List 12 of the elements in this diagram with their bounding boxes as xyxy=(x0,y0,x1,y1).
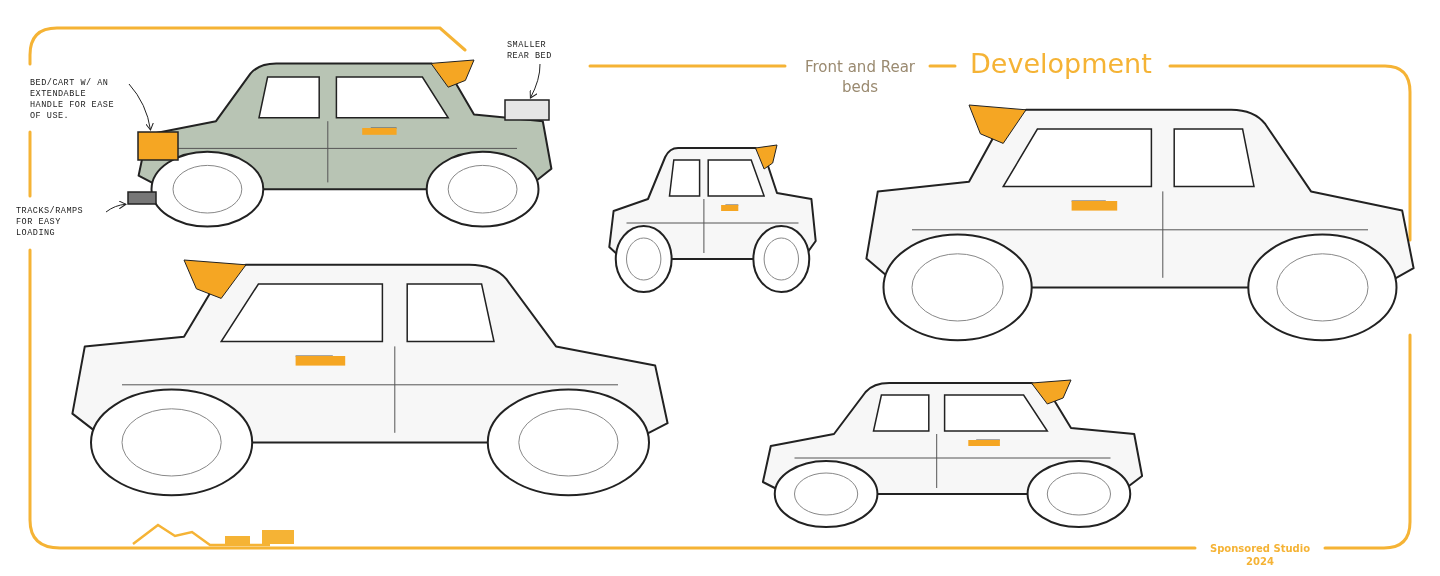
page-title: Development xyxy=(970,48,1152,79)
section-subtitle: Front and Rear beds xyxy=(803,57,916,97)
handwritten-note: BED/CART W/ AN EXTENDABLE HANDLE FOR EASE OF USE. xyxy=(30,78,125,122)
rear-bed xyxy=(504,99,550,121)
leader-arrow xyxy=(105,200,127,213)
handwritten-note: TRACKS/RAMPS FOR EASY LOADING xyxy=(16,206,102,239)
footer-note: Sponsored Studio 2024 xyxy=(1208,542,1312,568)
loading-ramp xyxy=(127,191,157,205)
leader-arrow xyxy=(128,83,154,131)
front-bed xyxy=(137,131,179,161)
leader-arrow xyxy=(529,63,541,99)
handwritten-note: SMALLER REAR BED xyxy=(507,40,573,62)
